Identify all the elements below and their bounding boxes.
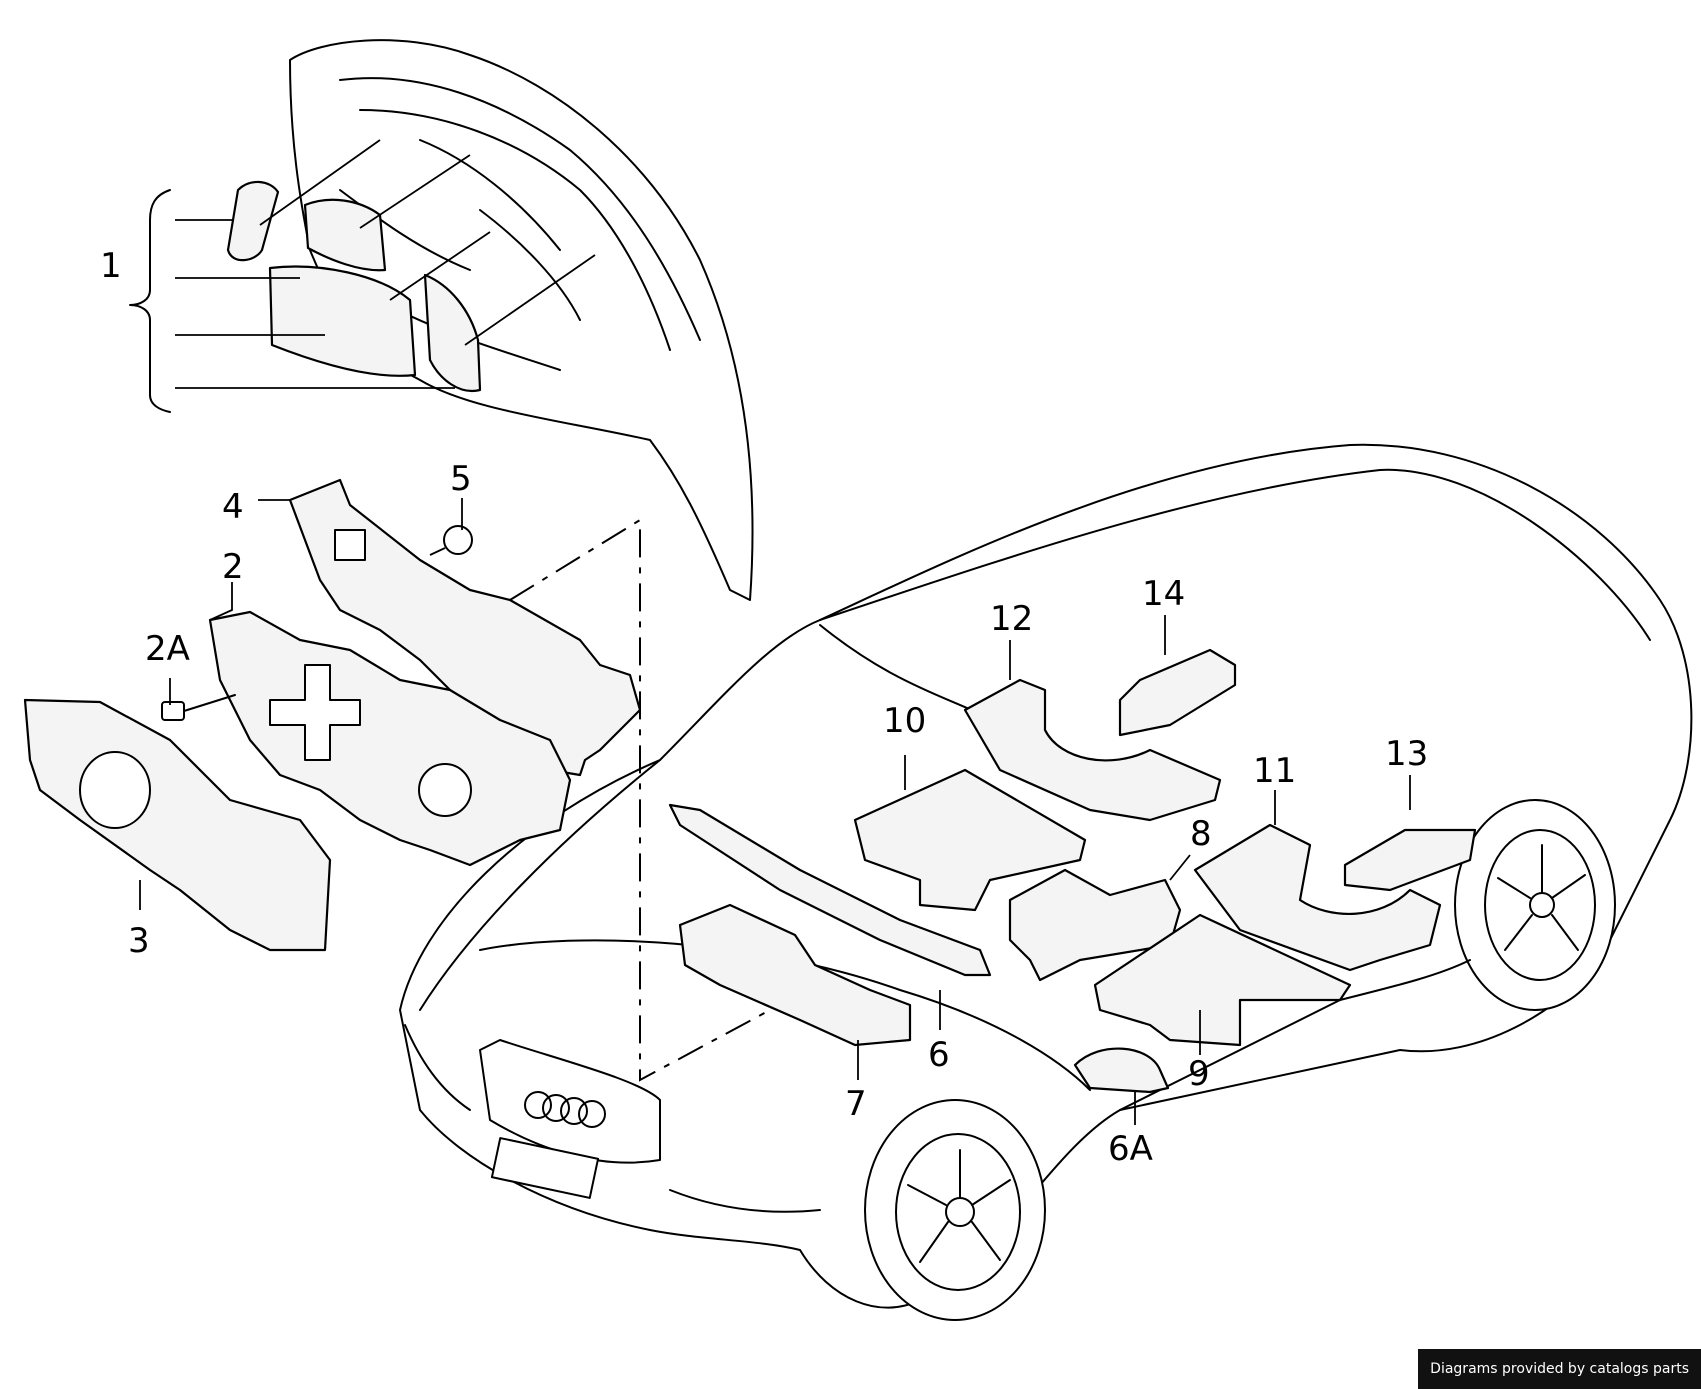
part-7-mat: [678, 903, 912, 1047]
callout-12: 12: [990, 599, 1033, 639]
part-11-mat: [1193, 823, 1442, 972]
callout-8: 8: [1190, 814, 1212, 854]
callout-2: 2: [222, 547, 244, 587]
rear-wheel: [1454, 799, 1616, 1011]
callout-11: 11: [1253, 751, 1296, 791]
front-grille: [479, 1039, 661, 1164]
part-2-round-cutout: [418, 763, 472, 817]
part-6a-pad: [1073, 1047, 1170, 1094]
part-2-cross-cutout: [269, 664, 361, 761]
headlight-left: [404, 1024, 471, 1111]
callout-3: 3: [128, 921, 150, 961]
callout-leaders: [139, 498, 1411, 1125]
callout-14: 14: [1142, 574, 1185, 614]
assembly-dash-line: [509, 518, 771, 1082]
audi-rings-logo: [524, 1091, 606, 1128]
part-3-cutout: [79, 751, 151, 829]
part-9-mat: [1093, 913, 1352, 1047]
roof-line: [819, 468, 1651, 641]
credit-badge: Diagrams provided by catalogs parts: [1418, 1349, 1701, 1389]
callout-9: 9: [1188, 1054, 1210, 1094]
side-sill: [1119, 959, 1471, 1111]
part-14-pad: [1118, 648, 1237, 737]
clip-5: [443, 525, 473, 555]
part-4-cutout: [334, 529, 366, 561]
callout-1: 1: [100, 246, 122, 286]
callout-6: 6: [928, 1035, 950, 1075]
car-outline: [399, 443, 1693, 1309]
hood-line: [479, 939, 1091, 1091]
hood-front-edge: [419, 759, 661, 1011]
hood-insulation-pads: [226, 180, 482, 393]
part-2-insulation: [208, 610, 572, 867]
car-body: [399, 443, 1693, 1321]
callout-7: 7: [845, 1084, 867, 1124]
screw-2a: [161, 694, 236, 721]
part-4-insulation: [288, 478, 642, 777]
license-plate: [490, 1137, 600, 1199]
callout-10: 10: [883, 701, 926, 741]
callout-1-bracket: [129, 189, 171, 413]
part-12-mat: [963, 678, 1222, 822]
callout-2a: 2A: [145, 629, 190, 669]
callout-4: 4: [222, 487, 244, 527]
headlight-right: [669, 1189, 821, 1213]
callout-6a: 6A: [1108, 1129, 1153, 1169]
callout-13: 13: [1385, 734, 1428, 774]
part-10-mat: [853, 768, 1087, 912]
part-13-pad: [1343, 828, 1477, 892]
part-6-strip: [668, 803, 992, 977]
callout-5: 5: [450, 459, 472, 499]
front-wheel: [864, 1099, 1046, 1321]
